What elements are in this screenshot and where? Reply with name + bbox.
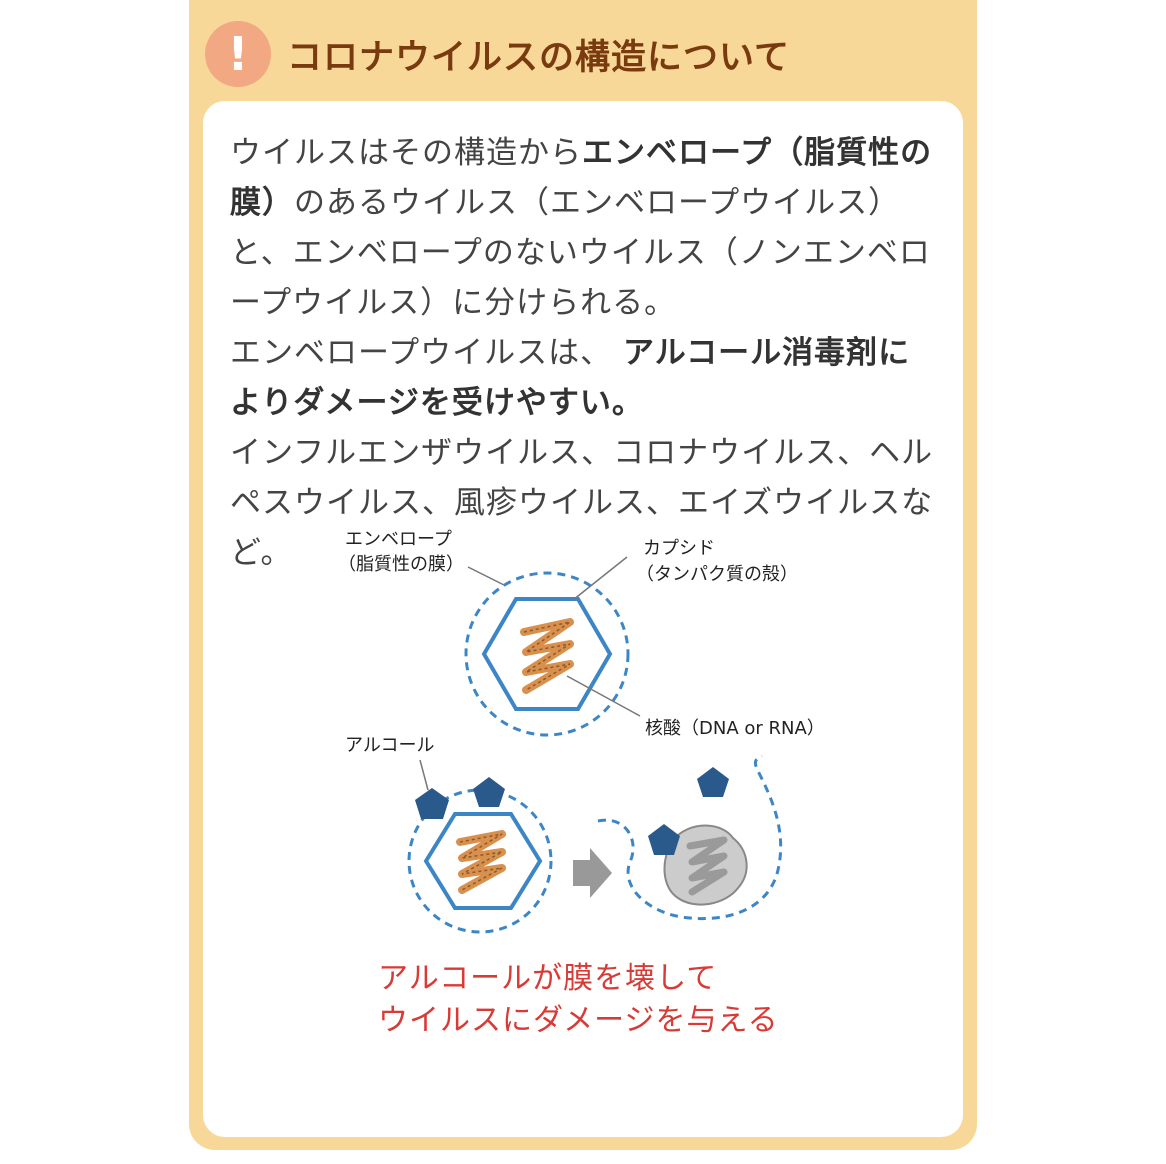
alcohol-label: アルコール [345,735,435,756]
exclamation-icon: ! [205,21,271,87]
diagram-caption: アルコールが膜を壊して ウイルスにダメージを与える [378,958,779,1042]
paragraph-envelope: ウイルスはその構造からエンベロープ（脂質性の膜）のあるウイルス（エンベロープウイ… [230,128,934,328]
bold-alcohol: アルコール消毒剤によりダメージを受けやすい。 [230,335,911,421]
paragraph-alcohol: エンベロープウイルスは、 アルコール消毒剤によりダメージを受けやすい。 [230,328,934,428]
body-text: ウイルスはその構造からエンベロープ（脂質性の膜）のあるウイルス（エンベロープウイ… [230,128,934,578]
capsid-sublabel: （タンパク質の殻） [636,564,798,585]
bold-envelope: エンベロープ（脂質性の膜） [230,135,933,221]
caption-line-1: アルコールが膜を壊して [378,961,718,996]
nucleic-label: 核酸（DNA or RNA） [645,718,825,739]
text-span: エンベロープウイルスは、 [230,335,613,371]
envelope-label: エンベロープ [345,529,452,550]
text-span: のあるウイルス（エンベロープウイルス）と、エンベロープのないウイルス（ノンエンベ… [230,185,931,321]
paragraph-examples: インフルエンザウイルス、コロナウイルス、ヘルペスウイルス、風疹ウイルス、エイズウ… [230,435,934,571]
text-span: ウイルスはその構造から [230,135,582,171]
card-title: コロナウイルスの構造について [287,37,790,78]
envelope-sublabel: （脂質性の膜） [338,554,464,575]
card-header: ! コロナウイルスの構造について [205,20,790,88]
capsid-label: カプシド [643,538,715,559]
caption-line-2: ウイルスにダメージを与える [378,1003,779,1038]
